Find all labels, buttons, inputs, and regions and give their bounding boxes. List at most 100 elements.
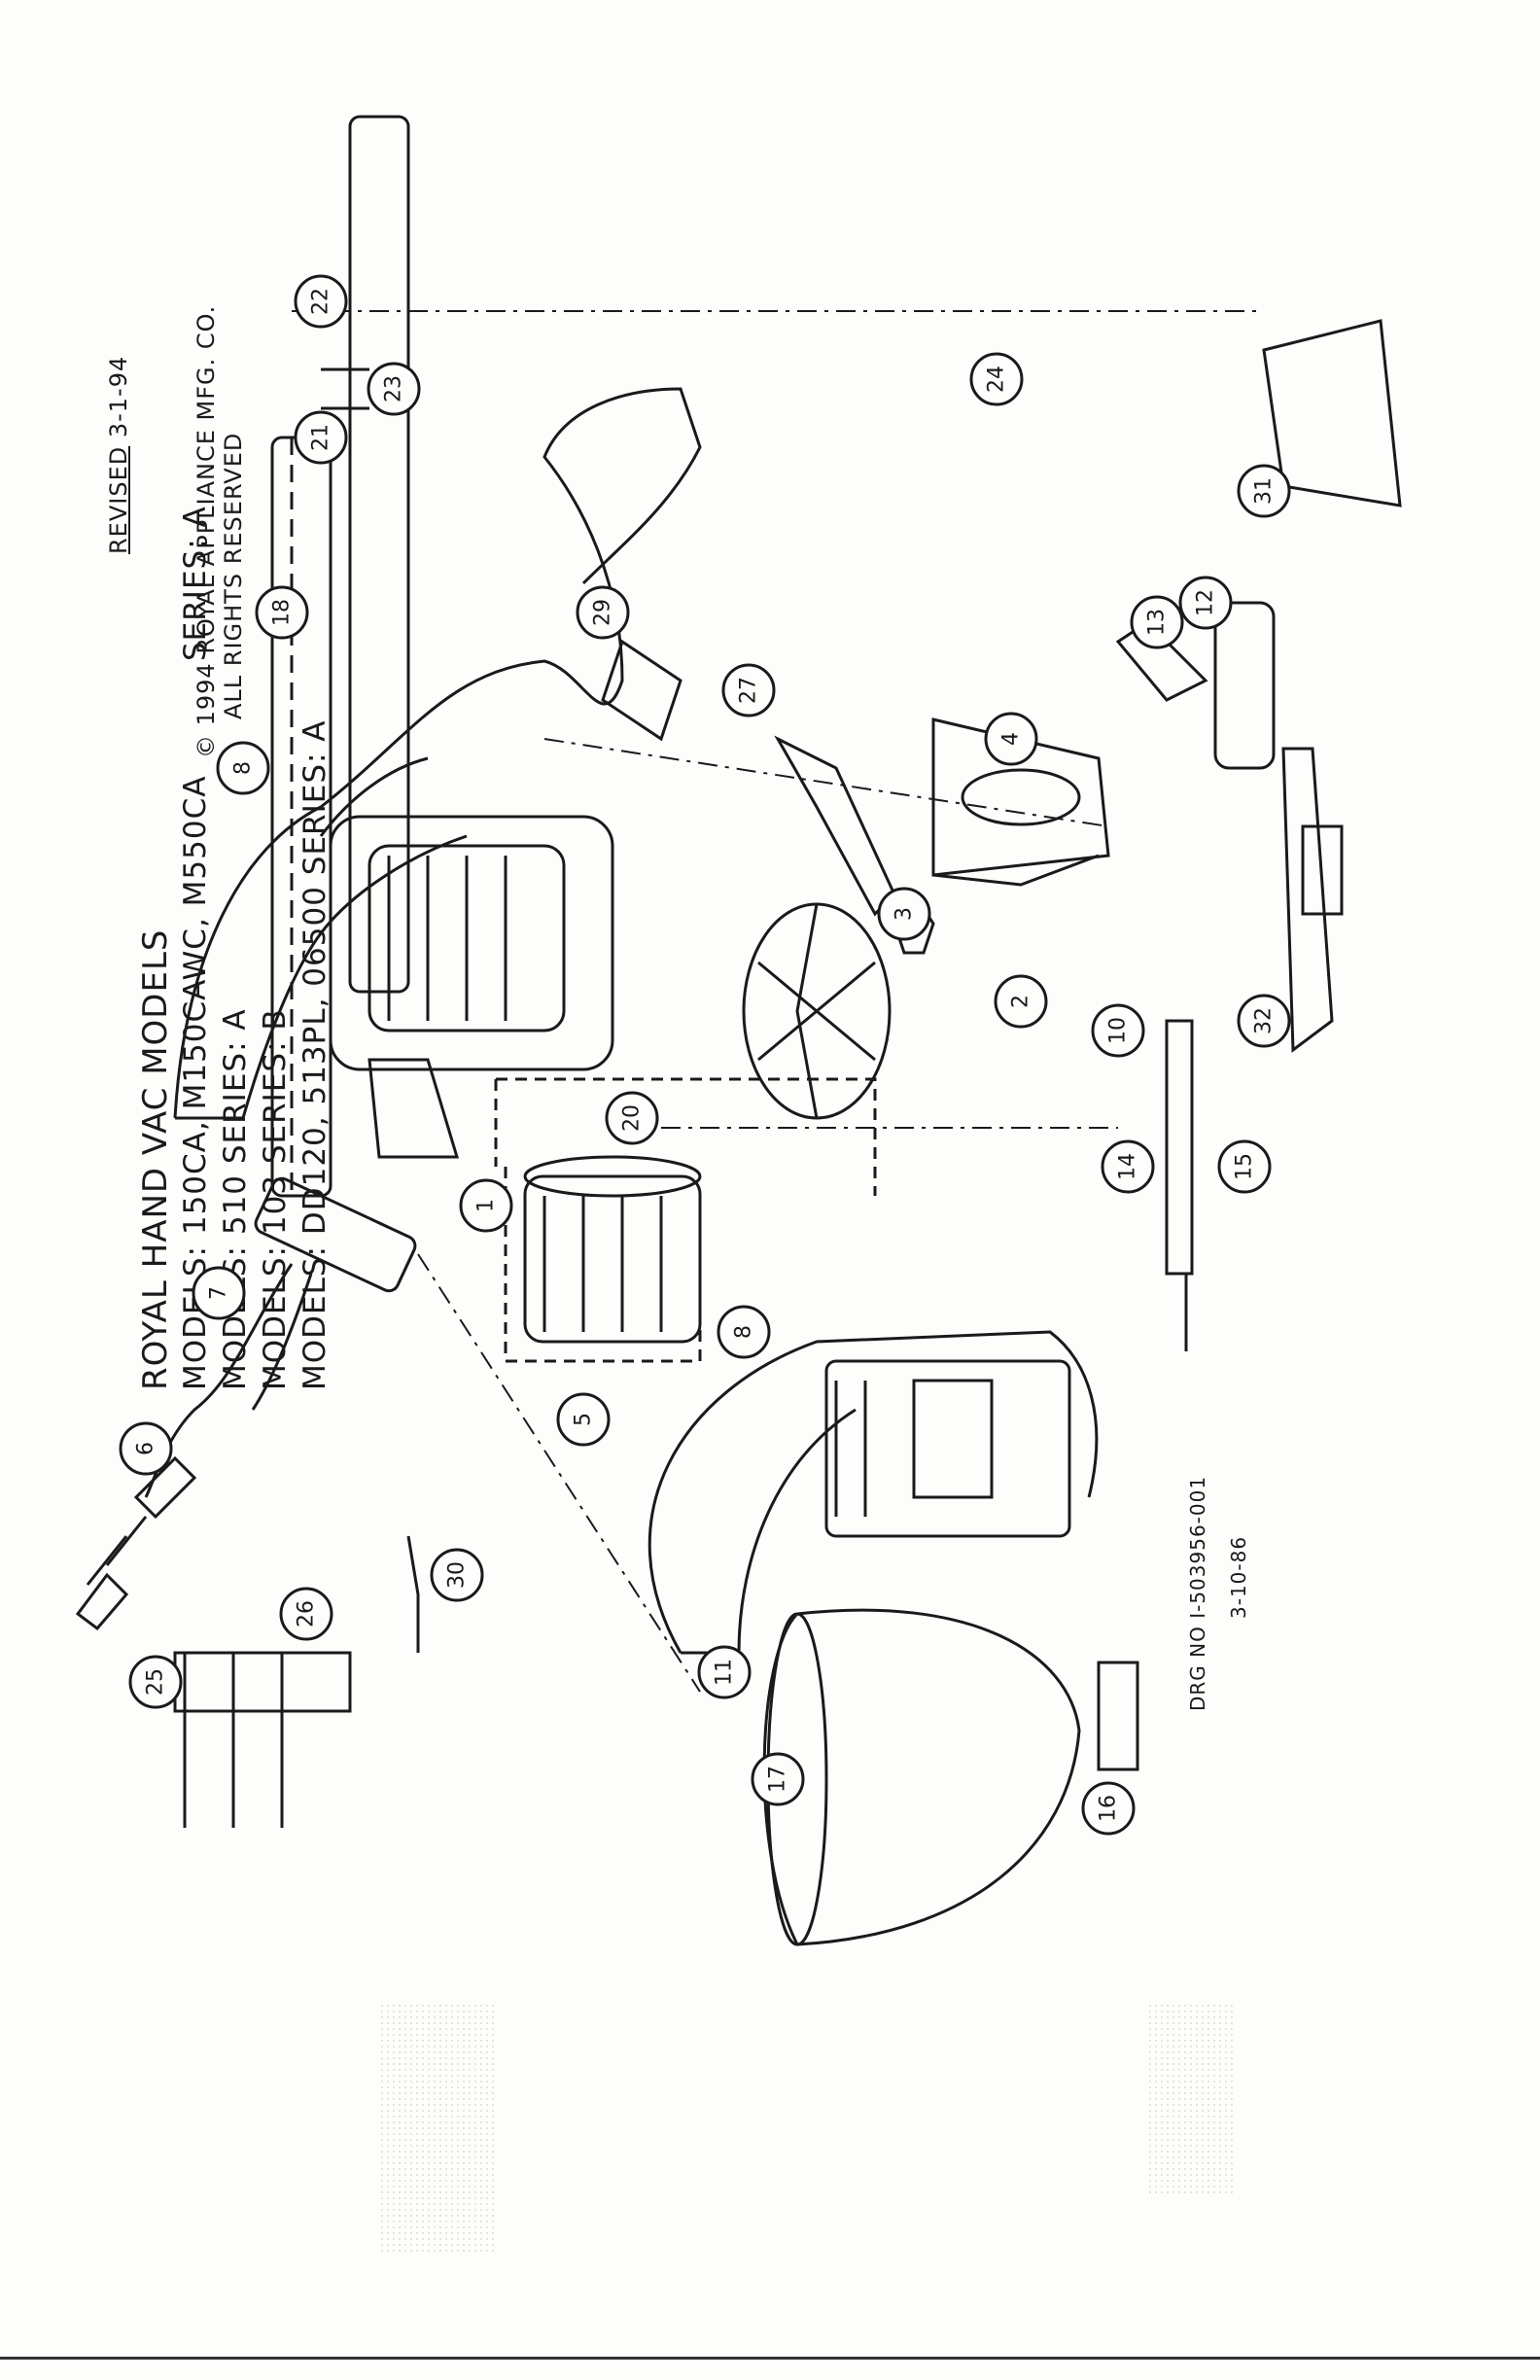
scan-noise [1147, 2003, 1235, 2197]
callout-number: 3 [892, 907, 917, 921]
centre-lines [292, 310, 1264, 1693]
callout-17: 17 [751, 1752, 805, 1806]
callout-circle [128, 1655, 183, 1709]
callout-number: 24 [985, 366, 1009, 393]
callout-25: 25 [128, 1655, 183, 1709]
callout-number: 5 [572, 1413, 596, 1426]
callout-circle [1178, 576, 1233, 630]
callout-12: 12 [1178, 576, 1233, 630]
callout-number: 10 [1106, 1017, 1131, 1044]
callout-circle [1130, 595, 1184, 649]
callout-number: 18 [270, 599, 295, 626]
callout-11: 11 [697, 1645, 752, 1699]
callout-16: 16 [1081, 1781, 1136, 1836]
callout-number: 12 [1194, 589, 1218, 616]
dirt-cup [762, 1608, 1139, 1946]
callout-18: 18 [255, 585, 309, 640]
callout-3: 3 [877, 887, 931, 941]
callout-21: 21 [294, 410, 348, 465]
callout-number: 13 [1145, 609, 1170, 636]
callout-circle [367, 362, 421, 416]
callout-circle [984, 712, 1038, 766]
callout-number: 7 [207, 1286, 231, 1300]
callout-circle [1237, 464, 1291, 518]
extension-wands [270, 115, 410, 1198]
callout-circle [877, 887, 931, 941]
callout-number: 11 [713, 1659, 737, 1686]
callout-circle [717, 1305, 771, 1359]
callout-circle [294, 410, 348, 465]
callout-number: 22 [309, 288, 333, 315]
callout-circle [1217, 1139, 1272, 1194]
scan-noise [379, 2003, 496, 2256]
callout-5: 5 [556, 1392, 611, 1447]
bottom-rule [0, 2357, 1540, 2360]
callout-number: 16 [1097, 1795, 1121, 1822]
callout-8: 8 [216, 741, 270, 795]
callout-number: 30 [445, 1561, 470, 1589]
lower-housing [648, 1330, 1099, 1655]
callout-number: 2 [1009, 995, 1033, 1008]
motor [494, 1077, 877, 1363]
callout-7: 7 [192, 1266, 246, 1320]
callout-number: 25 [144, 1668, 168, 1696]
callout-circle [216, 741, 270, 795]
callout-circle [255, 585, 309, 640]
callout-10: 10 [1091, 1003, 1145, 1058]
callout-1: 1 [459, 1178, 513, 1233]
latch-assembly [1115, 601, 1276, 770]
callout-22: 22 [294, 274, 348, 329]
callout-circle [119, 1421, 173, 1476]
callout-circle [1091, 1003, 1145, 1058]
callout-number: 21 [309, 424, 333, 451]
callout-circle [192, 1266, 246, 1320]
callout-number: 23 [382, 375, 406, 402]
callout-2: 2 [994, 974, 1048, 1029]
filter [931, 718, 1110, 887]
callout-number: 8 [231, 761, 256, 775]
callout-32: 32 [1237, 994, 1291, 1048]
callout-31: 31 [1237, 464, 1291, 518]
callout-4: 4 [984, 712, 1038, 766]
callout-number: 17 [766, 1766, 790, 1793]
callout-number: 32 [1252, 1007, 1277, 1034]
callout-circle [459, 1178, 513, 1233]
base-plate [1281, 747, 1344, 1053]
callout-6: 6 [119, 1421, 173, 1476]
callout-circle [994, 974, 1048, 1029]
callout-circle [751, 1752, 805, 1806]
callout-15: 15 [1217, 1139, 1272, 1194]
callout-number: 8 [732, 1325, 756, 1339]
callout-29: 29 [576, 585, 630, 640]
callout-circle [430, 1548, 484, 1602]
callout-20: 20 [605, 1091, 659, 1145]
callout-number: 20 [620, 1104, 645, 1132]
callout-number: 6 [134, 1442, 158, 1455]
rod-assembly [1165, 1019, 1194, 1351]
callout-circle [556, 1392, 611, 1447]
callout-30: 30 [430, 1548, 484, 1602]
callout-24: 24 [969, 352, 1024, 406]
callout-circle [721, 663, 776, 718]
callout-circle [576, 585, 630, 640]
callout-27: 27 [721, 663, 776, 718]
fan [742, 892, 935, 1120]
callout-circle [605, 1091, 659, 1145]
callout-13: 13 [1130, 595, 1184, 649]
callout-number: 14 [1116, 1153, 1140, 1180]
callout-number: 29 [591, 599, 615, 626]
callout-circle [969, 352, 1024, 406]
callout-8: 8 [717, 1305, 771, 1359]
callout-14: 14 [1101, 1139, 1155, 1194]
wall-bracket [173, 1535, 420, 1828]
callout-23: 23 [367, 362, 421, 416]
callout-circle [1101, 1139, 1155, 1194]
switch-and-cord [75, 1176, 417, 1631]
callout-number: 27 [737, 677, 761, 704]
callout-circle [1237, 994, 1291, 1048]
callout-number: 15 [1233, 1153, 1257, 1180]
callout-circle [294, 274, 348, 329]
callout-number: 1 [474, 1199, 499, 1212]
